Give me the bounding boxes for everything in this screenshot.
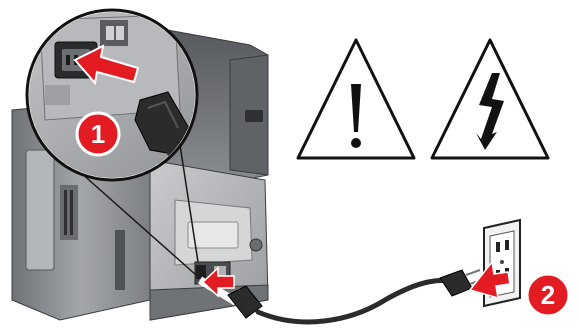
exclamation-warning-icon xyxy=(298,40,414,158)
step-number-1: 1 xyxy=(91,119,105,149)
step-badge-1: 1 xyxy=(77,113,119,155)
step-number-2: 2 xyxy=(541,280,555,310)
step-badge-2: 2 xyxy=(527,274,569,316)
printer-power-socket xyxy=(196,265,206,279)
electrical-hazard-icon xyxy=(432,40,548,158)
